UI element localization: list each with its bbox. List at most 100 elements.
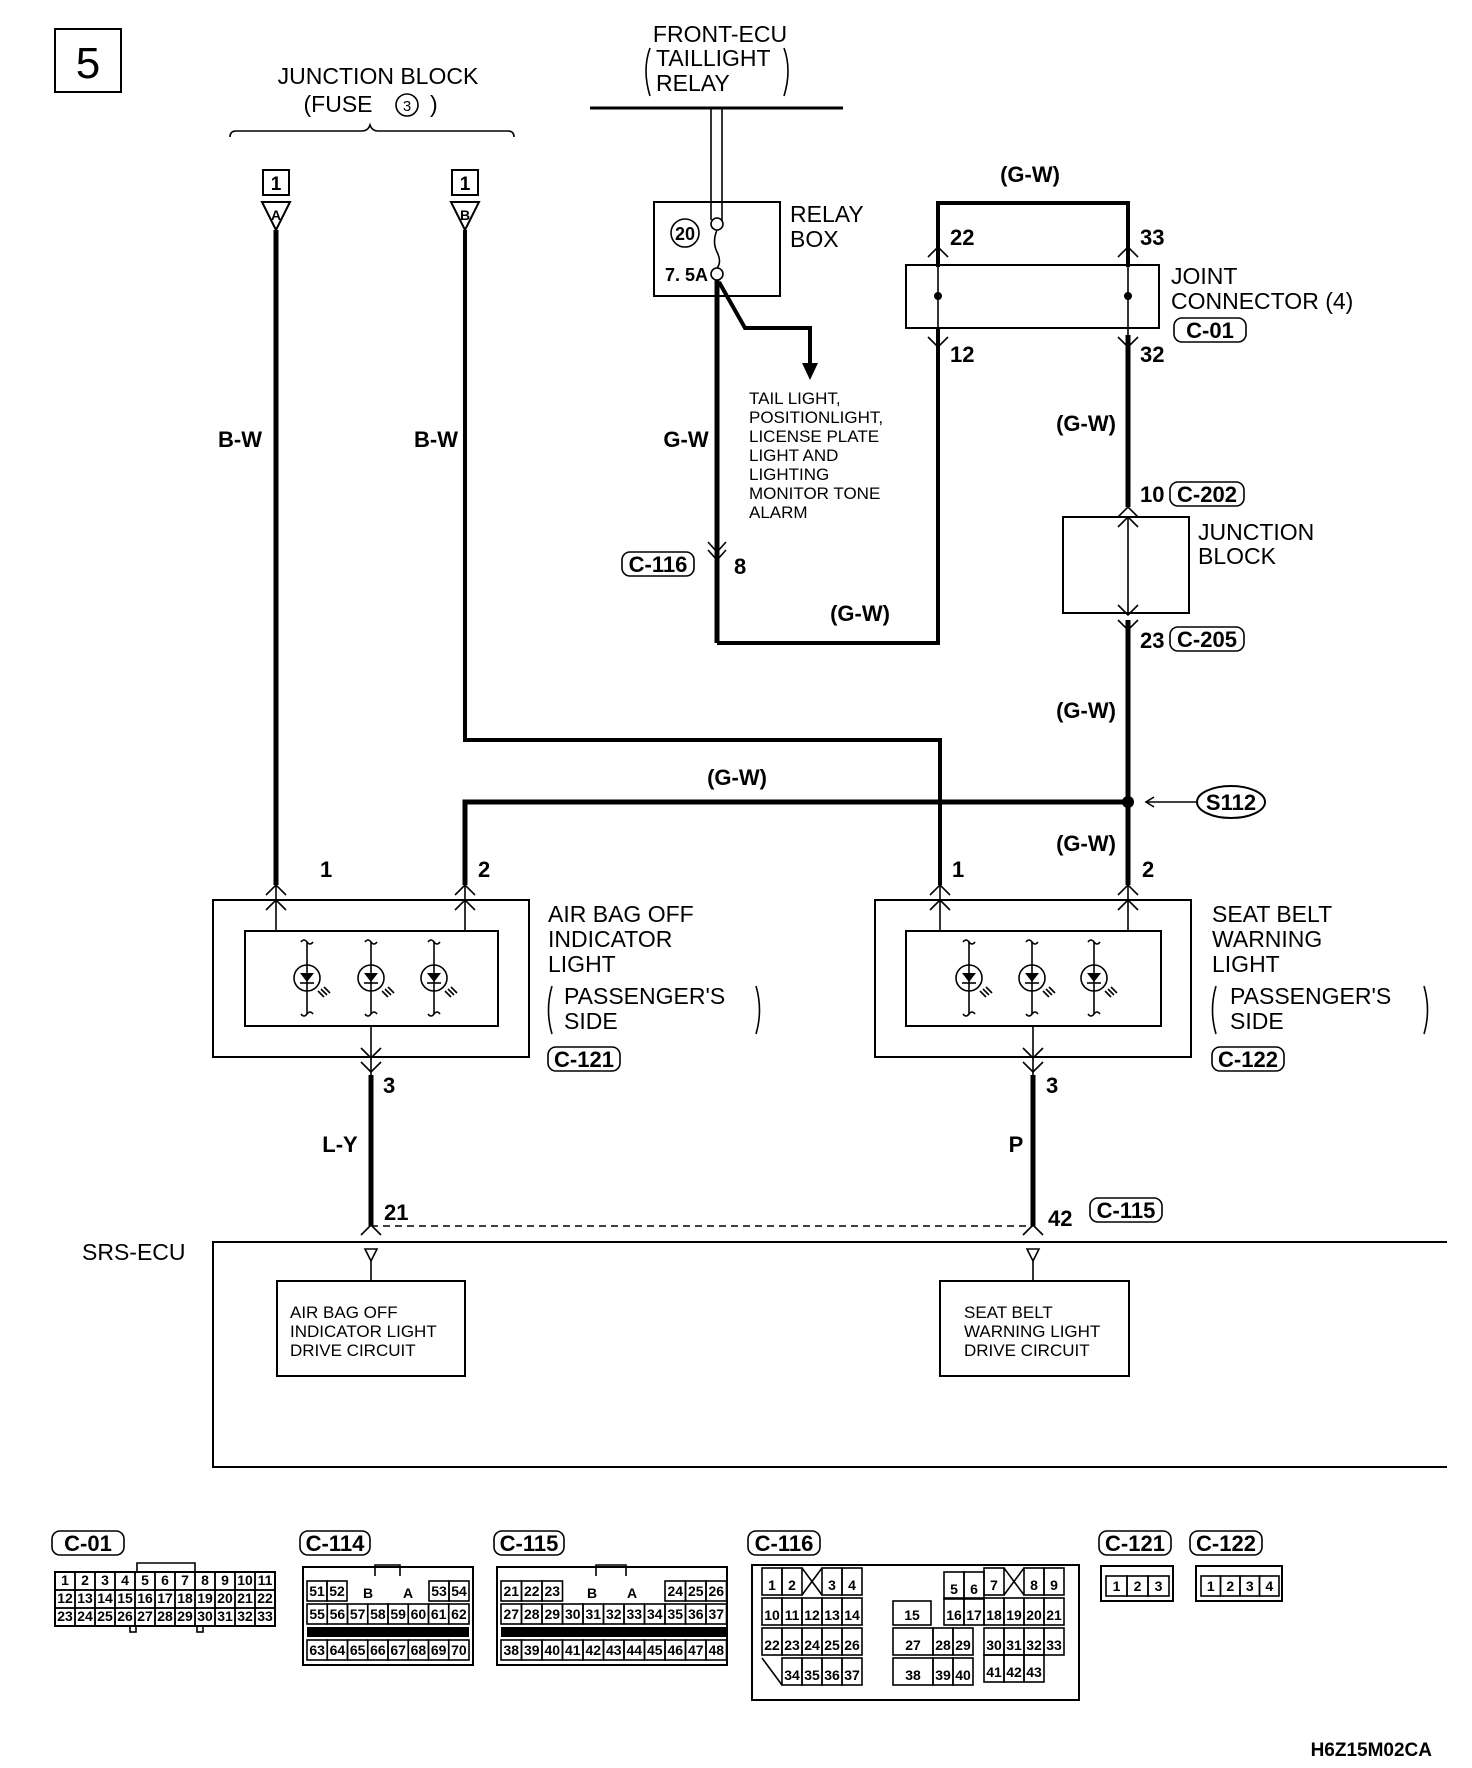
connector-tag — [51, 1530, 125, 1556]
seatbelt-drive-label2: WARNING LIGHT — [964, 1322, 1100, 1341]
connector-pin-number: 45 — [647, 1642, 663, 1658]
connector-tag-c122 — [1211, 1046, 1285, 1072]
led-icon — [293, 939, 331, 1017]
connector-pin-number: 21 — [1046, 1607, 1062, 1623]
connector-pin-number: 55 — [309, 1606, 325, 1622]
relay-box-label2: BOX — [790, 226, 839, 252]
connector-pin-number: 25 — [97, 1608, 113, 1624]
connector-tag — [1189, 1530, 1263, 1556]
wire-label-bw-right: B-W — [414, 427, 458, 452]
airbag-drive-label3: DRIVE CIRCUIT — [290, 1341, 416, 1360]
connector-tag — [299, 1530, 371, 1556]
connector-tag-label: C-115 — [500, 1531, 559, 1556]
connector-pin-number: 36 — [824, 1667, 840, 1683]
connector-separator — [307, 1627, 469, 1637]
connector-pin-number: 1 — [1113, 1578, 1121, 1594]
connector-pin-number: 1 — [61, 1572, 69, 1588]
svg-text:LIGHT AND: LIGHT AND — [749, 446, 838, 465]
connector-pin-number: 10 — [764, 1607, 780, 1623]
connector-pin-number: 11 — [258, 1572, 273, 1588]
airbag-light-label2: INDICATOR — [548, 926, 672, 952]
pin-jb-23: 23 — [1140, 628, 1164, 653]
connector-pin-number: 36 — [688, 1606, 704, 1622]
connector-tag-c202-label: C-202 — [1177, 482, 1237, 507]
connector-tag — [747, 1530, 821, 1556]
seatbelt-led-group — [955, 939, 1118, 1017]
junction-block-title: JUNCTION BLOCK — [278, 63, 479, 89]
srs-ecu-label: SRS-ECU — [82, 1239, 186, 1265]
wire-label-gw-right-upper: (G-W) — [1056, 411, 1116, 436]
connector-pin-number: 2 — [1134, 1578, 1142, 1594]
wire-label-ly: L-Y — [322, 1132, 358, 1157]
connector-pin-number: 18 — [986, 1607, 1002, 1623]
arrow-down-icon — [802, 363, 818, 380]
connector-pin-number: 38 — [905, 1667, 921, 1683]
connector-pin-number: 3 — [101, 1572, 109, 1588]
pin-joint-22: 22 — [950, 225, 974, 250]
connector-pin-number: 58 — [370, 1606, 386, 1622]
wire-label-gw-relay: G-W — [663, 427, 708, 452]
pin-seatbelt-3: 3 — [1046, 1073, 1058, 1098]
connector-pin-number: 27 — [503, 1606, 519, 1622]
connector-pin-number: 6 — [970, 1581, 978, 1597]
splice-label: S112 — [1206, 790, 1256, 815]
connector-pin-number: 46 — [667, 1642, 683, 1658]
connector-pin-number: 24 — [804, 1637, 820, 1653]
connector-pin-number: 18 — [177, 1590, 193, 1606]
airbag-led-group — [293, 939, 458, 1017]
connector-pin-number: 25 — [688, 1583, 704, 1599]
connector-cell — [841, 1657, 863, 1686]
airbag-drive-label1: AIR BAG OFF — [290, 1303, 398, 1322]
connector-tag-c205-label: C-205 — [1177, 627, 1237, 652]
connector-pin-number: 31 — [585, 1606, 601, 1622]
terminal-a-letter: A — [271, 207, 281, 223]
connector-pin-number: 8 — [201, 1572, 209, 1588]
joint-connector-label2: CONNECTOR (4) — [1171, 288, 1353, 314]
pin-srs-42: 42 — [1048, 1206, 1072, 1231]
drawing-code: H6Z15M02CA — [1311, 1740, 1433, 1761]
connector-cell — [841, 1567, 863, 1596]
junction-block-mid-label2: BLOCK — [1198, 543, 1277, 569]
connector-tag-c122-label: C-122 — [1218, 1047, 1278, 1072]
connector-cell — [841, 1627, 863, 1656]
connector-pin-number: 31 — [1006, 1637, 1022, 1653]
led-icon — [357, 939, 395, 1017]
svg-text:ALARM: ALARM — [749, 503, 808, 522]
connector-pin-number: 20 — [217, 1590, 233, 1606]
wire-tail-branch — [717, 281, 812, 365]
connector-pin-number: 25 — [824, 1637, 840, 1653]
connector-tag-label: C-122 — [1196, 1531, 1256, 1556]
pin-seatbelt-1: 1 — [952, 857, 964, 882]
airbag-light-label1: AIR BAG OFF — [548, 901, 694, 927]
connector-cell — [1043, 1567, 1065, 1596]
joint-pin-marks-top — [927, 245, 1139, 258]
connector-pin-number: 65 — [350, 1642, 366, 1658]
pin-jb-10: 10 — [1140, 482, 1164, 507]
airbag-drive-label2: INDICATOR LIGHT — [290, 1322, 437, 1341]
pin-srs-21: 21 — [384, 1200, 408, 1225]
terminal-a-triangle — [260, 201, 292, 233]
connector-body — [54, 1571, 276, 1627]
connector-pin-number: 57 — [350, 1606, 366, 1622]
led-icon — [1080, 939, 1118, 1017]
connector-tag-c202 — [1169, 481, 1245, 507]
junction-block-mid-label1: JUNCTION — [1198, 519, 1314, 545]
connector-pin-number: 63 — [309, 1642, 325, 1658]
seatbelt-light-label4: PASSENGER'S — [1230, 983, 1391, 1009]
connector-pin-number: 53 — [431, 1583, 447, 1599]
connector-pin-number: 33 — [257, 1608, 273, 1624]
srs-input-triangle-left — [363, 1248, 379, 1263]
connector-cell — [705, 1639, 728, 1661]
connector-pin-number: 7 — [990, 1577, 998, 1593]
connector-body — [1100, 1565, 1174, 1602]
connector-tag-c01-label: C-01 — [1186, 318, 1234, 343]
connector-pin-number: 5 — [950, 1581, 958, 1597]
seatbelt-light-label1: SEAT BELT — [1212, 901, 1332, 927]
connector-body — [1195, 1565, 1283, 1602]
connector-key — [129, 1625, 137, 1633]
connector-pin-number: 43 — [606, 1642, 622, 1658]
airbag-indicator-light — [212, 883, 530, 1075]
connector-pin-number: 70 — [451, 1642, 467, 1658]
connector-pin-number: 34 — [784, 1667, 800, 1683]
